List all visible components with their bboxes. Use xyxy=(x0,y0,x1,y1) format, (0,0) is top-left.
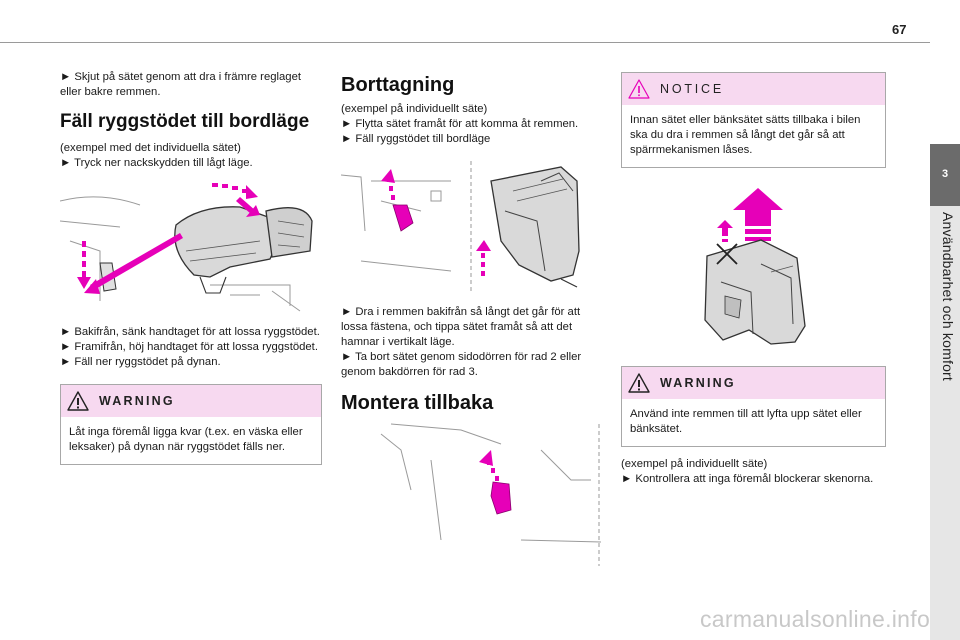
example-line: (exempel på individuellt säte) xyxy=(621,458,768,470)
chapter-tab-number: 3 xyxy=(941,168,949,180)
warning-box-2: WARNING Använd inte remmen till att lyft… xyxy=(621,366,886,447)
example-line: (exempel med det individuella sätet) xyxy=(60,141,241,154)
column-1: ► Skjut på sätet genom att dra i främre … xyxy=(60,70,322,465)
warning-icon xyxy=(67,391,89,411)
column-3: NOTICE Innan sätet eller bänksätet sätts… xyxy=(621,72,886,487)
section-heading-refit: Montera tillbaka xyxy=(341,392,494,414)
notice-icon xyxy=(628,79,650,99)
seat-removal-illustration xyxy=(341,161,603,291)
warning-header-2: WARNING xyxy=(622,367,885,399)
notice-title: NOTICE xyxy=(660,82,725,96)
watermark-text: carmanualsonline.info xyxy=(700,606,931,632)
section-heading-table-mode: Fäll ryggstödet till bordläge xyxy=(60,111,310,132)
chapter-tab[interactable] xyxy=(930,144,960,206)
chapter-title: Användbarhet och komfort xyxy=(940,212,956,382)
step-text: ► Kontrollera att inga föremål blockerar… xyxy=(621,473,874,485)
warning-text-2: Använd inte remmen till att lyfta upp sä… xyxy=(630,408,862,435)
step-text: ► Fäll ryggstödet till bordläge xyxy=(341,133,491,145)
step-text: ► Tryck ner nackskydden till lågt läge. xyxy=(60,156,253,169)
example-line: (exempel på individuellt säte) xyxy=(341,103,488,115)
warning-icon xyxy=(628,373,650,393)
intro-text: ► Skjut på sätet genom att dra i främre … xyxy=(60,71,302,98)
notice-text: Innan sätet eller bänksätet sätts tillba… xyxy=(630,114,861,156)
step-text: ► Framifrån, höj handtaget för att lossa… xyxy=(60,340,318,353)
warning-text: Låt inga föremål ligga kvar (t.ex. en vä… xyxy=(69,425,303,453)
step-text: ► Ta bort sätet genom sidodörren för rad… xyxy=(341,351,582,378)
seat-backrest-illustration xyxy=(60,181,322,315)
column-2: Borttagning (exempel på individuellt sät… xyxy=(341,70,603,566)
notice-header: NOTICE xyxy=(622,73,885,105)
warning-box: WARNING Låt inga föremål ligga kvar (t.e… xyxy=(60,383,322,465)
warning-header: WARNING xyxy=(61,384,321,417)
chapter-strip xyxy=(930,206,960,640)
notice-box: NOTICE Innan sätet eller bänksätet sätts… xyxy=(621,72,886,168)
step-text: ► Bakifrån, sänk handtaget för att lossa… xyxy=(60,325,320,338)
section-heading-removal: Borttagning xyxy=(341,74,455,96)
warning-title-2: WARNING xyxy=(660,376,736,390)
warning-title: WARNING xyxy=(99,393,175,408)
step-text: ► Flytta sätet framåt för att komma åt r… xyxy=(341,118,579,130)
header-rule xyxy=(0,42,930,43)
page-number: 67 xyxy=(892,22,907,37)
seat-refit-illustration xyxy=(341,420,603,566)
step-text: ► Fäll ner ryggstödet på dynan. xyxy=(60,355,221,368)
seat-lift-illustration xyxy=(621,184,886,354)
step-text: ► Dra i remmen bakifrån så långt det går… xyxy=(341,306,581,348)
